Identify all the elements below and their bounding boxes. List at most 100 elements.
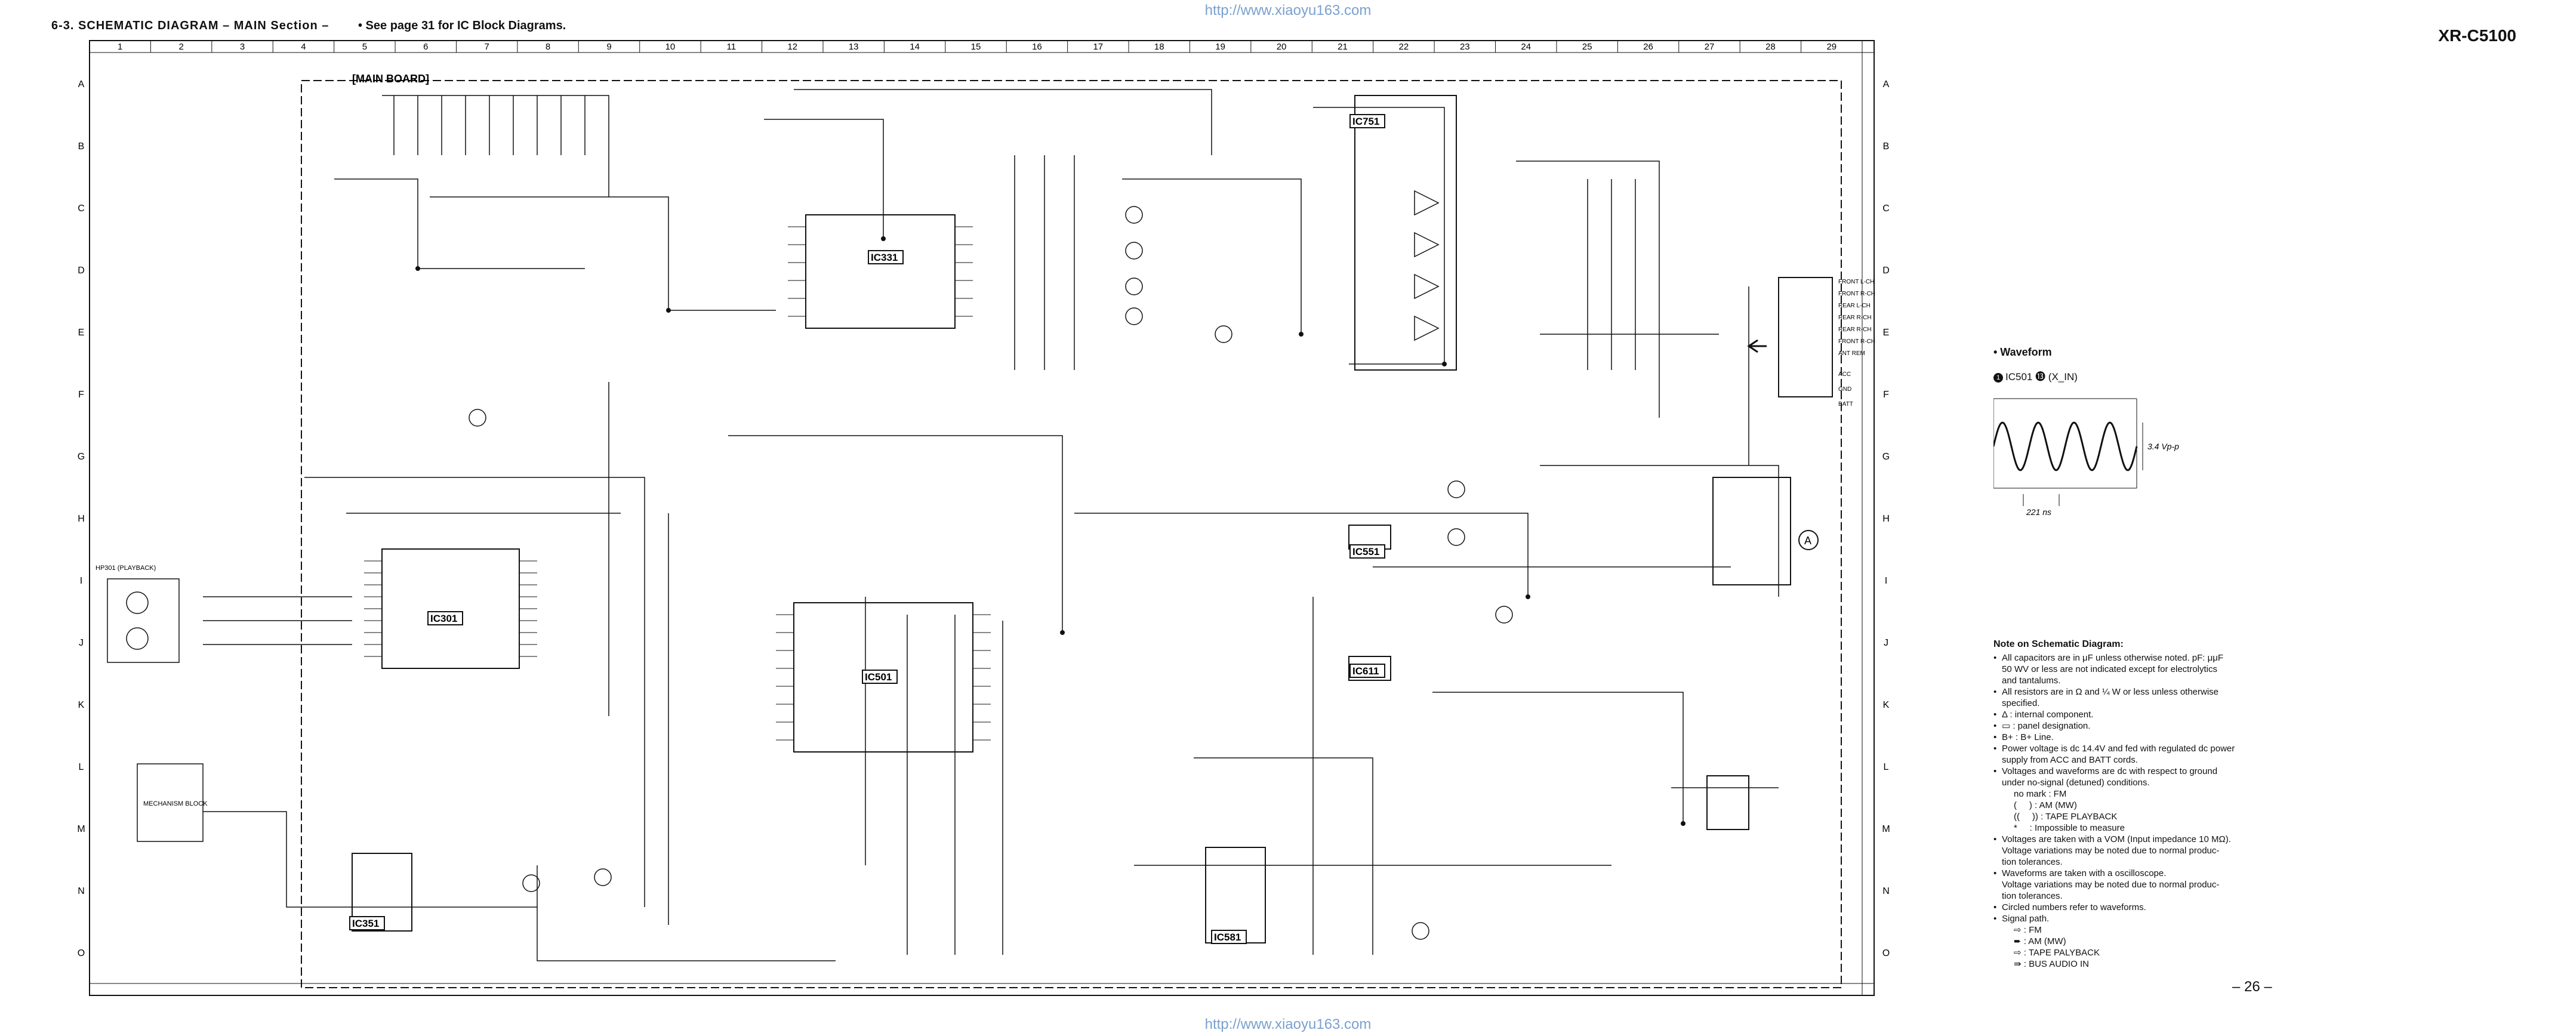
conn-label-6: ANT REM — [1838, 350, 1865, 357]
mechanism-block — [137, 763, 204, 842]
signal-path-bus: ⇛ : BUS AUDIO IN — [1993, 958, 2531, 970]
signal-path-fm: ⇨ : FM — [1993, 924, 2531, 936]
note-item: Voltages are taken with a VOM (Input imp… — [1993, 834, 2531, 868]
note-item: Waveforms are taken with a oscilloscope.… — [1993, 868, 2531, 902]
output-connector-labels: FRONT L-CH FRONT R-CH REAR L-CH REAR R-C… — [1838, 279, 1875, 408]
row-label-right: B — [1883, 141, 1890, 152]
condition-tape: (( )) : TAPE PLAYBACK — [2014, 812, 2118, 822]
ic301-label: IC301 — [430, 613, 457, 624]
column-label: 13 — [849, 42, 859, 52]
solid-arrow-icon: ➨ — [2014, 936, 2024, 946]
column-label: 17 — [1093, 42, 1103, 52]
note-item: Circled numbers refer to waveforms. — [1993, 902, 2531, 913]
conn-label-2: REAR L-CH — [1838, 303, 1871, 309]
note-item: Δ : internal component. — [1993, 709, 2531, 720]
row-label-left: C — [78, 203, 85, 214]
column-label: 18 — [1154, 42, 1164, 52]
page-title: 6-3. SCHEMATIC DIAGRAM – MAIN Section – — [51, 19, 329, 32]
note-item: All capacitors are in μF unless otherwis… — [1993, 652, 2531, 686]
connector-a-marker — [1798, 530, 1819, 550]
row-label-left: I — [80, 576, 82, 586]
note-item: All resistors are in Ω and ¼ W or less u… — [1993, 686, 2531, 709]
row-label-left: E — [78, 328, 85, 338]
column-label: 16 — [1032, 42, 1042, 52]
row-label-left: M — [77, 824, 85, 834]
column-label: 12 — [787, 42, 797, 52]
head-coil-2 — [126, 627, 149, 650]
row-label-right: A — [1883, 79, 1890, 90]
waveform-trace — [1992, 421, 2138, 471]
waveform-amplitude: 3.4 Vp-p — [2147, 442, 2179, 451]
row-label-left: D — [78, 266, 85, 276]
note-item: B+ : B+ Line. — [1993, 732, 2531, 743]
ic331-label: IC331 — [871, 252, 898, 263]
column-label: 15 — [971, 42, 981, 52]
signal-path-fm-label: : FM — [2023, 925, 2042, 935]
column-label: 3 — [240, 42, 245, 52]
connector-a-label: A — [1804, 535, 1811, 547]
column-label: 20 — [1277, 42, 1287, 52]
header-note: • See page 31 for IC Block Diagrams. — [358, 19, 566, 32]
column-label: 23 — [1460, 42, 1470, 52]
main-board-outline — [301, 80, 1842, 988]
signal-path-tape: ⇨ : TAPE PALYBACK — [1993, 947, 2531, 958]
column-label: 21 — [1338, 42, 1348, 52]
column-label: 29 — [1826, 42, 1837, 52]
column-label: 19 — [1215, 42, 1225, 52]
watermark-top[interactable]: http://www.xiaoyu163.com — [1204, 2, 1372, 18]
ic331-body — [805, 214, 956, 329]
row-label-right: M — [1882, 824, 1890, 834]
condition-fm: no mark : FM — [2014, 789, 2067, 799]
ic-labels: IC751 IC331 IC301 IC501 IC551 IC611 IC35… — [349, 114, 1385, 944]
waveform-index: 1 — [1996, 374, 2001, 381]
ic501-body — [793, 602, 973, 753]
notes-heading: Note on Schematic Diagram: — [1993, 639, 2124, 649]
ic501-label: IC501 — [865, 671, 892, 683]
column-label: 24 — [1521, 42, 1531, 52]
row-label-left: F — [78, 390, 84, 400]
column-label: 8 — [546, 42, 550, 52]
conn-label-1: FRONT R-CH — [1838, 291, 1875, 297]
row-label-left: N — [78, 886, 85, 896]
signal-path-tape-label: : TAPE PALYBACK — [2023, 948, 2100, 958]
row-label-right: F — [1883, 390, 1889, 400]
note-item: Voltages and waveforms are dc with respe… — [1993, 766, 2531, 788]
row-label-right: G — [1882, 452, 1890, 462]
signal-path-am-label: : AM (MW) — [2023, 936, 2066, 946]
watermark-bottom[interactable]: http://www.xiaoyu163.com — [1204, 1016, 1372, 1032]
row-label-right: I — [1885, 576, 1887, 586]
signal-arrow-icon — [1747, 339, 1767, 353]
column-label: 25 — [1582, 42, 1592, 52]
ic581-label: IC581 — [1214, 932, 1241, 943]
row-label-right: C — [1882, 203, 1890, 214]
column-label: 11 — [727, 42, 737, 52]
ic301-body — [381, 548, 520, 669]
column-label: 14 — [910, 42, 920, 52]
conn-label-4: REAR R-CH — [1838, 326, 1872, 333]
waveform-index-icon: 1 — [1993, 372, 2003, 383]
model-number: XR-C5100 — [2438, 26, 2516, 45]
waveform-plot: 3.4 Vp-p 221 ns — [1992, 398, 2179, 517]
condition-am: ( ) : AM (MW) — [2014, 800, 2077, 810]
double-arrow-icon: ⇛ — [2014, 959, 2024, 969]
row-label-left: H — [78, 514, 85, 524]
ic-bodies — [352, 95, 1833, 943]
row-label-right: N — [1882, 886, 1890, 896]
ic581-body — [1205, 847, 1266, 943]
waveform-period: 221 ns — [2026, 507, 2051, 517]
mechanism-label: MECHANISM BLOCK — [143, 800, 208, 807]
conn-label-7: ACC — [1838, 371, 1851, 378]
note-item: ▭ : panel designation. — [1993, 720, 2531, 732]
ic351-label: IC351 — [352, 918, 379, 929]
ic351-body — [352, 853, 412, 932]
panel-connector — [1712, 477, 1791, 585]
row-label-left: L — [79, 762, 84, 772]
row-label-right: D — [1882, 266, 1890, 276]
ic611-label: IC611 — [1352, 665, 1379, 677]
row-label-right: J — [1884, 638, 1888, 648]
